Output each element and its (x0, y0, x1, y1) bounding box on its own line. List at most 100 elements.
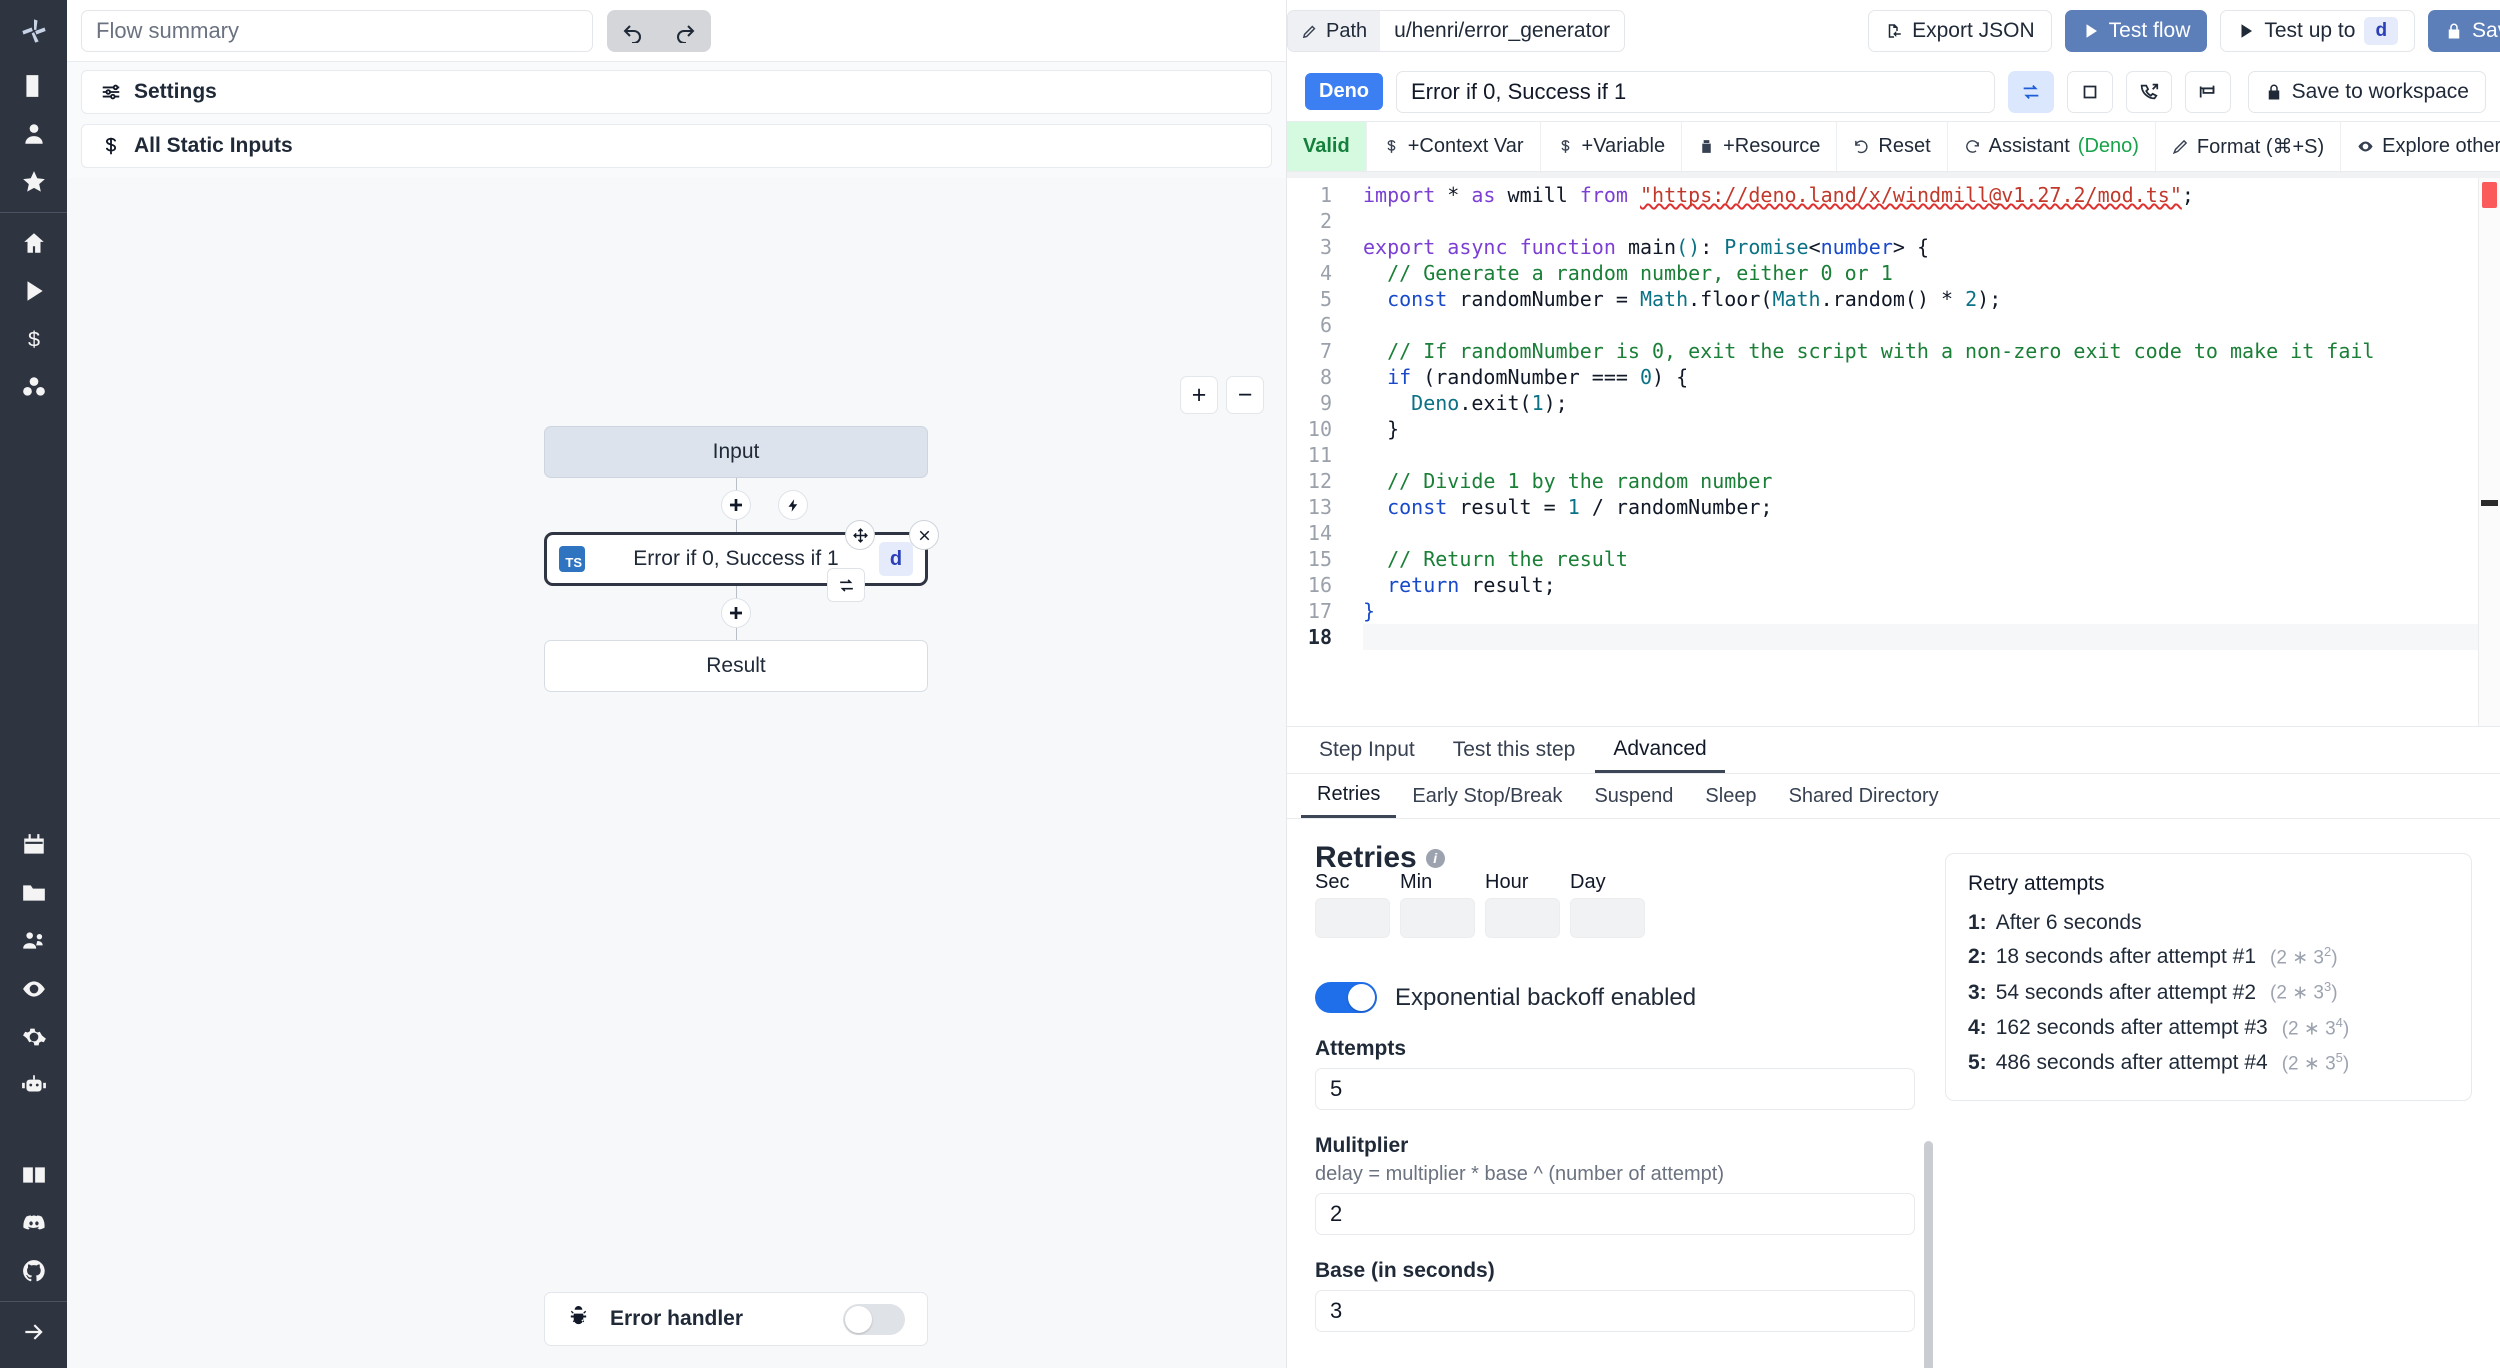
add-context-var-label: +Context Var (1407, 135, 1524, 157)
unit-hour-input[interactable] (1485, 898, 1560, 938)
node-input[interactable]: Input (544, 426, 928, 478)
retries-scrollbar[interactable] (1924, 1141, 1933, 1368)
script-name-input[interactable] (1396, 70, 1995, 113)
assistant-button[interactable]: Assistant (Deno) (1948, 122, 2156, 171)
sidebar-item-resources[interactable] (0, 363, 67, 411)
expand-sidebar-arrow-right-icon[interactable] (0, 1308, 67, 1356)
sleep-icon-button[interactable] (2184, 70, 2231, 113)
node-input-label: Input (712, 440, 760, 463)
error-handler-row[interactable]: Error handler (544, 1292, 928, 1346)
tab-shared-directory[interactable]: Shared Directory (1788, 784, 1939, 807)
sidebar-item-workspace[interactable] (0, 62, 67, 110)
exponential-backoff-toggle[interactable] (1315, 982, 1377, 1013)
retry-badge-icon[interactable] (827, 568, 865, 602)
sidebar-item-docs[interactable] (0, 1151, 67, 1199)
add-resource-button[interactable]: +Resource (1682, 122, 1838, 171)
test-up-to-button[interactable]: Test up to d (2220, 10, 2416, 52)
zoom-out-button[interactable]: − (1226, 376, 1264, 414)
sidebar-item-folders[interactable] (0, 869, 67, 917)
attempt-formula: (2 ∗ 34) (2281, 1014, 2350, 1039)
unit-day-label: Day (1570, 871, 1606, 893)
sidebar-item-home[interactable] (0, 219, 67, 267)
info-icon[interactable]: i (1425, 848, 1445, 868)
retry-attempt-row: 3: 54 seconds after attempt #2 (2 ∗ 33) (1968, 972, 2449, 1007)
flow-summary-input[interactable] (81, 9, 593, 52)
sidebar-item-variables[interactable]: $ (0, 315, 67, 363)
error-handler-label: Error handler (610, 1307, 744, 1330)
sidebar-item-account[interactable] (0, 110, 67, 158)
sidebar-item-schedules[interactable] (0, 821, 67, 869)
sidebar-item-favorites[interactable] (0, 158, 67, 206)
sidebar-item-audit-logs[interactable] (0, 965, 67, 1013)
move-handle-icon[interactable] (845, 520, 875, 550)
redo-button[interactable] (659, 10, 711, 52)
retries-icon-button[interactable] (2007, 70, 2054, 113)
early-stop-icon-button[interactable] (2066, 70, 2113, 113)
exponential-backoff-label: Exponential backoff enabled (1395, 983, 1697, 1011)
stop-icon (2083, 85, 2096, 98)
undo-button[interactable] (607, 10, 659, 52)
github-icon[interactable] (0, 1247, 67, 1295)
language-badge: Deno (1305, 73, 1383, 110)
tab-test-this-step[interactable]: Test this step (1452, 738, 1576, 761)
explore-other-scripts-button[interactable]: Explore other s (2341, 122, 2500, 171)
trigger-bolt-icon[interactable] (778, 490, 808, 520)
suspend-icon-button[interactable] (2125, 70, 2172, 113)
reset-button[interactable]: Reset (1837, 122, 1948, 171)
tab-step-input[interactable]: Step Input (1319, 738, 1415, 761)
tab-early-stop-break[interactable]: Early Stop/Break (1412, 784, 1563, 807)
step-tabs: Step Input Test this step Advanced (1287, 727, 2500, 774)
attempts-input[interactable] (1315, 1068, 1915, 1110)
add-variable-button[interactable]: +Variable (1541, 122, 1683, 171)
node-result[interactable]: Result (544, 640, 928, 692)
flow-canvas[interactable]: + − Input TS (67, 178, 1286, 1368)
unit-sec-input[interactable] (1315, 898, 1390, 938)
add-context-var-button[interactable]: +Context Var (1367, 122, 1541, 171)
script-header: Deno Save to workspace (1287, 62, 2500, 122)
tab-advanced[interactable]: Advanced (1595, 727, 1725, 773)
export-json-button[interactable]: Export JSON (1868, 10, 2052, 52)
editor-scroll-thumb[interactable] (2481, 500, 2498, 506)
zoom-in-button[interactable]: + (1180, 376, 1218, 414)
reset-icon (1855, 140, 1868, 154)
test-flow-button[interactable]: Test flow (2064, 10, 2208, 52)
code-line: return result; (1387, 573, 1556, 597)
attempts-label: Attempts (1315, 1037, 1407, 1060)
delete-step-close-icon[interactable] (909, 520, 939, 550)
unit-min-input[interactable] (1400, 898, 1475, 938)
code-line: const result = 1 / randomNumber; (1387, 495, 1773, 519)
tab-sleep[interactable]: Sleep (1705, 784, 1757, 807)
settings-row[interactable]: Settings (81, 70, 1272, 114)
format-button[interactable]: Format (⌘+S) (2156, 122, 2342, 171)
tab-suspend[interactable]: Suspend (1594, 784, 1674, 807)
sidebar-item-settings[interactable] (0, 1013, 67, 1061)
node-step-error-generator[interactable]: TS Error if 0, Success if 1 d (544, 520, 939, 602)
format-icon (2172, 139, 2188, 155)
multiplier-input[interactable] (1315, 1193, 1915, 1235)
save-split-button: Save (2428, 10, 2500, 52)
export-json-label: Export JSON (1912, 19, 2035, 42)
all-static-inputs-row[interactable]: All Static Inputs (81, 124, 1272, 168)
path-field[interactable]: Path u/henri/error_generator (1287, 10, 1626, 52)
windmill-logo[interactable] (0, 0, 67, 62)
unit-day-input[interactable] (1570, 898, 1645, 938)
play-icon (2241, 24, 2253, 38)
tab-retries[interactable]: Retries (1301, 774, 1397, 818)
add-step-button-top[interactable] (721, 490, 751, 520)
error-handler-toggle[interactable] (843, 1303, 905, 1335)
ts-label: TS (565, 555, 582, 570)
retry-attempts-title: Retry attempts (1968, 872, 2105, 895)
save-button[interactable]: Save (2428, 10, 2500, 52)
code-line: Deno.exit(1); (1411, 391, 1568, 415)
sidebar-item-groups[interactable] (0, 917, 67, 965)
sidebar-item-workers[interactable] (0, 1061, 67, 1109)
editor-scrollbar[interactable] (2478, 178, 2500, 726)
base-input[interactable] (1315, 1290, 1915, 1332)
discord-icon[interactable] (0, 1199, 67, 1247)
code-line: // Divide 1 by the random number (1363, 469, 1773, 493)
add-step-button-bottom[interactable] (721, 598, 751, 628)
sidebar-item-runs[interactable] (0, 267, 67, 315)
save-to-workspace-button[interactable]: Save to workspace (2247, 70, 2486, 113)
